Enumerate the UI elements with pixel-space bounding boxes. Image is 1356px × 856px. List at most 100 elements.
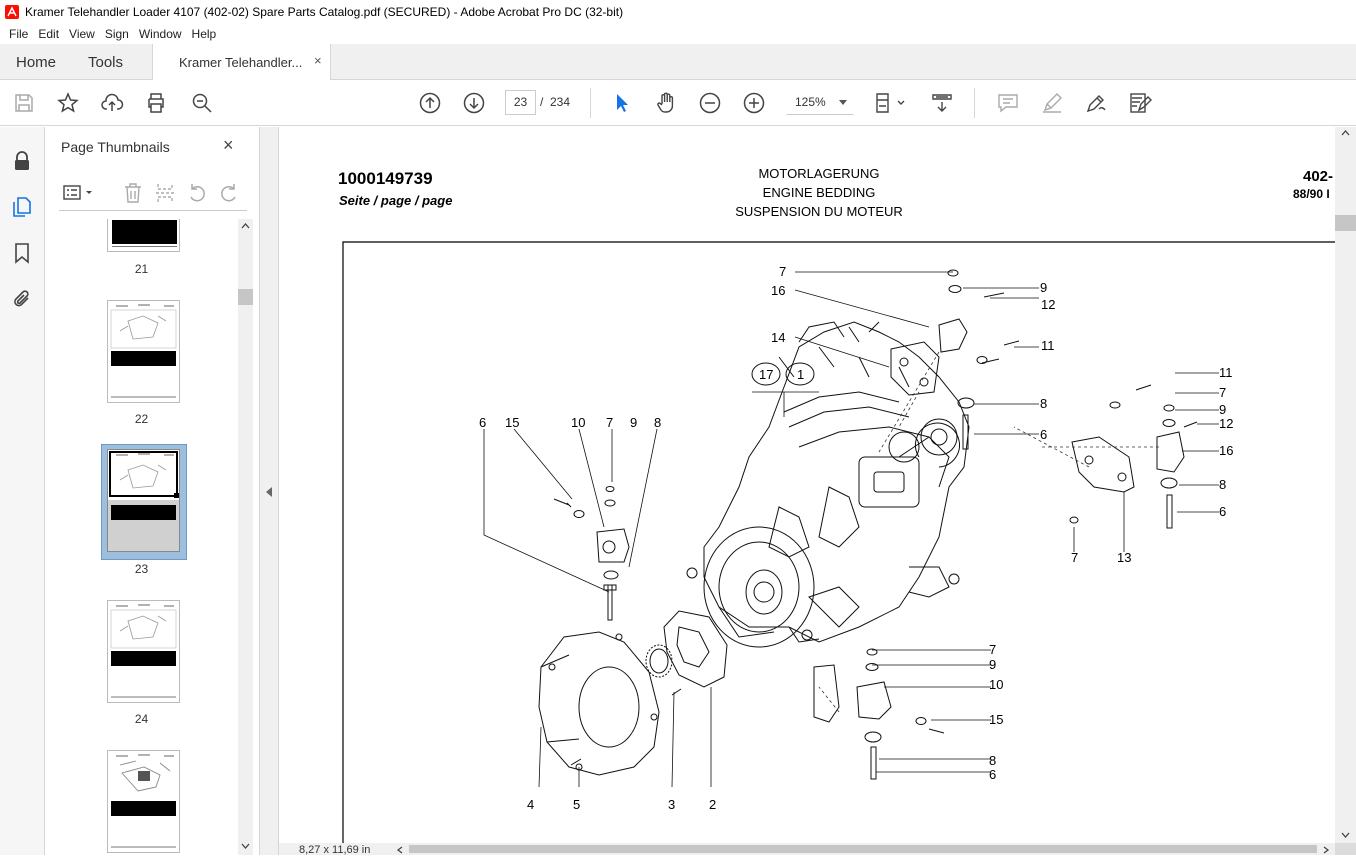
document-tab-label: Kramer Telehandler... bbox=[179, 55, 303, 70]
callout-label: 7 bbox=[779, 264, 787, 279]
callout-label: 9 bbox=[989, 657, 997, 672]
thumbnail-label: 22 bbox=[134, 412, 149, 426]
menu-view[interactable]: View bbox=[69, 27, 95, 41]
thumbnail-drawing bbox=[108, 450, 179, 520]
scroll-up-icon[interactable] bbox=[1341, 130, 1350, 136]
comment-icon[interactable] bbox=[996, 91, 1020, 115]
toolbar: 23 / 234 125% bbox=[0, 80, 1356, 126]
extract-page-icon[interactable] bbox=[153, 181, 177, 205]
document-vertical-scrollbar[interactable] bbox=[1335, 127, 1356, 843]
engine-bedding-drawing bbox=[342, 241, 1335, 843]
page-thumbnails-icon[interactable] bbox=[10, 195, 34, 219]
scroll-up-icon[interactable] bbox=[241, 223, 250, 229]
upload-cloud-icon[interactable] bbox=[100, 91, 124, 115]
thumbnail-options-icon[interactable] bbox=[61, 181, 97, 205]
panel-collapse-bar[interactable] bbox=[260, 127, 279, 855]
save-icon[interactable] bbox=[12, 91, 36, 115]
page-thumbnail[interactable] bbox=[107, 300, 180, 403]
draw-sign-icon[interactable] bbox=[1084, 91, 1108, 115]
panel-scroll-thumb[interactable] bbox=[238, 289, 253, 305]
left-rail bbox=[0, 127, 45, 855]
menu-file[interactable]: File bbox=[9, 27, 29, 41]
title-bar: Kramer Telehandler Loader 4107 (402-02) … bbox=[0, 0, 1356, 24]
close-panel-icon[interactable]: × bbox=[223, 135, 234, 155]
highlight-pen-icon[interactable] bbox=[1040, 91, 1064, 115]
attachment-icon[interactable] bbox=[10, 287, 34, 311]
previous-page-icon[interactable] bbox=[418, 91, 442, 115]
callout-label: 7 bbox=[1219, 385, 1227, 400]
thumbnail-drawing bbox=[111, 754, 176, 848]
horizontal-scroll-thumb[interactable] bbox=[409, 845, 1317, 853]
rotate-left-icon[interactable] bbox=[185, 181, 209, 205]
panel-scrollbar[interactable] bbox=[238, 219, 253, 855]
tab-tools[interactable]: Tools bbox=[88, 54, 124, 71]
thumbnail-label: 21 bbox=[134, 262, 149, 276]
menu-help[interactable]: Help bbox=[191, 27, 217, 41]
zoom-search-icon[interactable] bbox=[190, 91, 214, 115]
page-thumbnail[interactable] bbox=[107, 219, 180, 252]
page-thumbnail-selected[interactable] bbox=[107, 449, 180, 552]
callout-label: 4 bbox=[527, 797, 535, 812]
thumbnails-panel: Page Thumbnails × 21 22 bbox=[45, 127, 260, 855]
callout-label: 8 bbox=[1219, 477, 1227, 492]
scroll-down-icon[interactable] bbox=[1341, 832, 1350, 838]
rotate-right-icon[interactable] bbox=[217, 181, 241, 205]
tab-home[interactable]: Home bbox=[16, 54, 57, 71]
page-number-input[interactable]: 23 bbox=[505, 90, 536, 115]
redact-icon[interactable] bbox=[1128, 91, 1152, 115]
callout-label: 8 bbox=[1040, 396, 1048, 411]
callout-label: 6 bbox=[1219, 504, 1227, 519]
select-cursor-icon[interactable] bbox=[610, 91, 634, 115]
callout-label: 8 bbox=[989, 753, 997, 768]
page-fit-icon[interactable] bbox=[874, 91, 908, 115]
next-page-icon[interactable] bbox=[462, 91, 486, 115]
delete-page-icon[interactable] bbox=[121, 181, 145, 205]
callout-label: 2 bbox=[709, 797, 717, 812]
document-view[interactable]: 1000149739 Seite / page / page MOTORLAGE… bbox=[279, 127, 1356, 855]
callout-label: 17 bbox=[759, 367, 774, 382]
zoom-level-select[interactable]: 125% bbox=[786, 90, 854, 115]
bookmark-icon[interactable] bbox=[10, 241, 34, 265]
page-label: Seite / page / page bbox=[339, 193, 453, 208]
hand-tool-icon[interactable] bbox=[654, 91, 678, 115]
callout-label: 12 bbox=[1219, 416, 1234, 431]
page-thumbnail[interactable] bbox=[107, 600, 180, 703]
callout-label: 12 bbox=[1041, 297, 1056, 312]
title-german: MOTORLAGERUNG bbox=[758, 166, 880, 181]
callout-label: 16 bbox=[771, 283, 786, 298]
callout-label: 11 bbox=[1041, 338, 1055, 353]
chevron-down-icon bbox=[839, 100, 847, 105]
collapse-arrow-icon[interactable] bbox=[266, 487, 273, 497]
document-scroll-thumb[interactable] bbox=[1335, 215, 1356, 231]
scroll-mode-icon[interactable] bbox=[930, 91, 954, 115]
menu-edit[interactable]: Edit bbox=[38, 27, 60, 41]
menu-sign[interactable]: Sign bbox=[104, 27, 129, 41]
callout-label: 5 bbox=[573, 797, 581, 812]
tab-document[interactable]: Kramer Telehandler... × bbox=[152, 44, 331, 80]
zoom-level-value: 125% bbox=[795, 95, 826, 109]
lock-icon[interactable] bbox=[10, 149, 34, 173]
page-separator: / bbox=[540, 95, 544, 109]
close-tab-icon[interactable]: × bbox=[314, 53, 322, 68]
thumbnail-drawing bbox=[110, 304, 177, 398]
scroll-left-icon[interactable] bbox=[397, 846, 403, 854]
toolbar-divider bbox=[974, 88, 975, 118]
zoom-out-icon[interactable] bbox=[698, 91, 722, 115]
thumbnail-list: 21 22 23 bbox=[45, 219, 238, 855]
star-icon[interactable] bbox=[56, 91, 80, 115]
panel-toolbar bbox=[59, 175, 247, 211]
callout-label: 7 bbox=[1071, 550, 1079, 565]
scroll-right-icon[interactable] bbox=[1323, 846, 1329, 854]
page-thumbnail[interactable] bbox=[107, 750, 180, 853]
thumbnail-label: 23 bbox=[134, 562, 149, 576]
callout-label: 15 bbox=[989, 712, 1004, 727]
menu-bar: File Edit View Sign Window Help bbox=[0, 24, 1356, 44]
print-icon[interactable] bbox=[144, 91, 168, 115]
zoom-in-icon[interactable] bbox=[742, 91, 766, 115]
document-horizontal-scrollbar[interactable] bbox=[279, 843, 1335, 855]
section-code: 402- bbox=[1303, 168, 1334, 185]
panel-title: Page Thumbnails bbox=[61, 139, 170, 155]
scroll-down-icon[interactable] bbox=[241, 843, 250, 849]
menu-window[interactable]: Window bbox=[138, 27, 182, 41]
thumbnail-drawing bbox=[110, 604, 177, 698]
